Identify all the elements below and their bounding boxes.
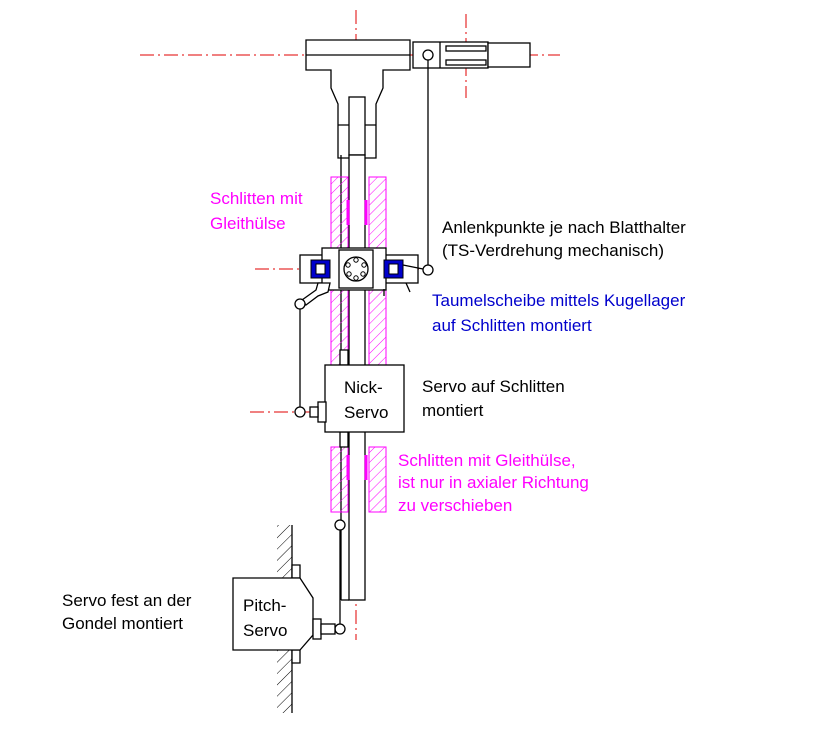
nick-servo-label-2: Servo [344, 403, 388, 422]
label-schlitten-bottom-3: zu verschieben [398, 496, 512, 515]
lower-slider-sleeve [330, 446, 387, 513]
nick-servo: Nick- Servo [294, 349, 405, 448]
rotor-head [305, 39, 411, 159]
swashplate [294, 247, 434, 412]
label-servo-schlitten-2: montiert [422, 401, 484, 420]
label-servo-fest-1: Servo fest an der [62, 591, 192, 610]
label-servo-schlitten-1: Servo auf Schlitten [422, 377, 565, 396]
pitch-linkage [334, 519, 346, 635]
label-schlitten-top-1: Schlitten mit [210, 189, 303, 208]
pitch-servo-label-2: Servo [243, 621, 287, 640]
annotations: Schlitten mit Gleithülse Anlenkpunkte je… [62, 189, 686, 633]
label-servo-fest-2: Gondel montiert [62, 614, 183, 633]
label-schlitten-bottom-1: Schlitten mit Gleithülse, [398, 451, 576, 470]
label-schlitten-bottom-2: ist nur in axialer Richtung [398, 473, 589, 492]
label-taumelscheibe-1: Taumelscheibe mittels Kugellager [432, 291, 686, 310]
pitch-servo: Pitch- Servo [232, 564, 336, 664]
blade-holder [412, 41, 531, 265]
pitch-servo-label-1: Pitch- [243, 596, 286, 615]
label-anlenkpunkte-2: (TS-Verdrehung mechanisch) [442, 241, 664, 260]
label-schlitten-top-2: Gleithülse [210, 214, 286, 233]
label-anlenkpunkte-1: Anlenkpunkte je nach Blatthalter [442, 218, 686, 237]
label-taumelscheibe-2: auf Schlitten montiert [432, 316, 592, 335]
nick-servo-label-1: Nick- [344, 378, 383, 397]
